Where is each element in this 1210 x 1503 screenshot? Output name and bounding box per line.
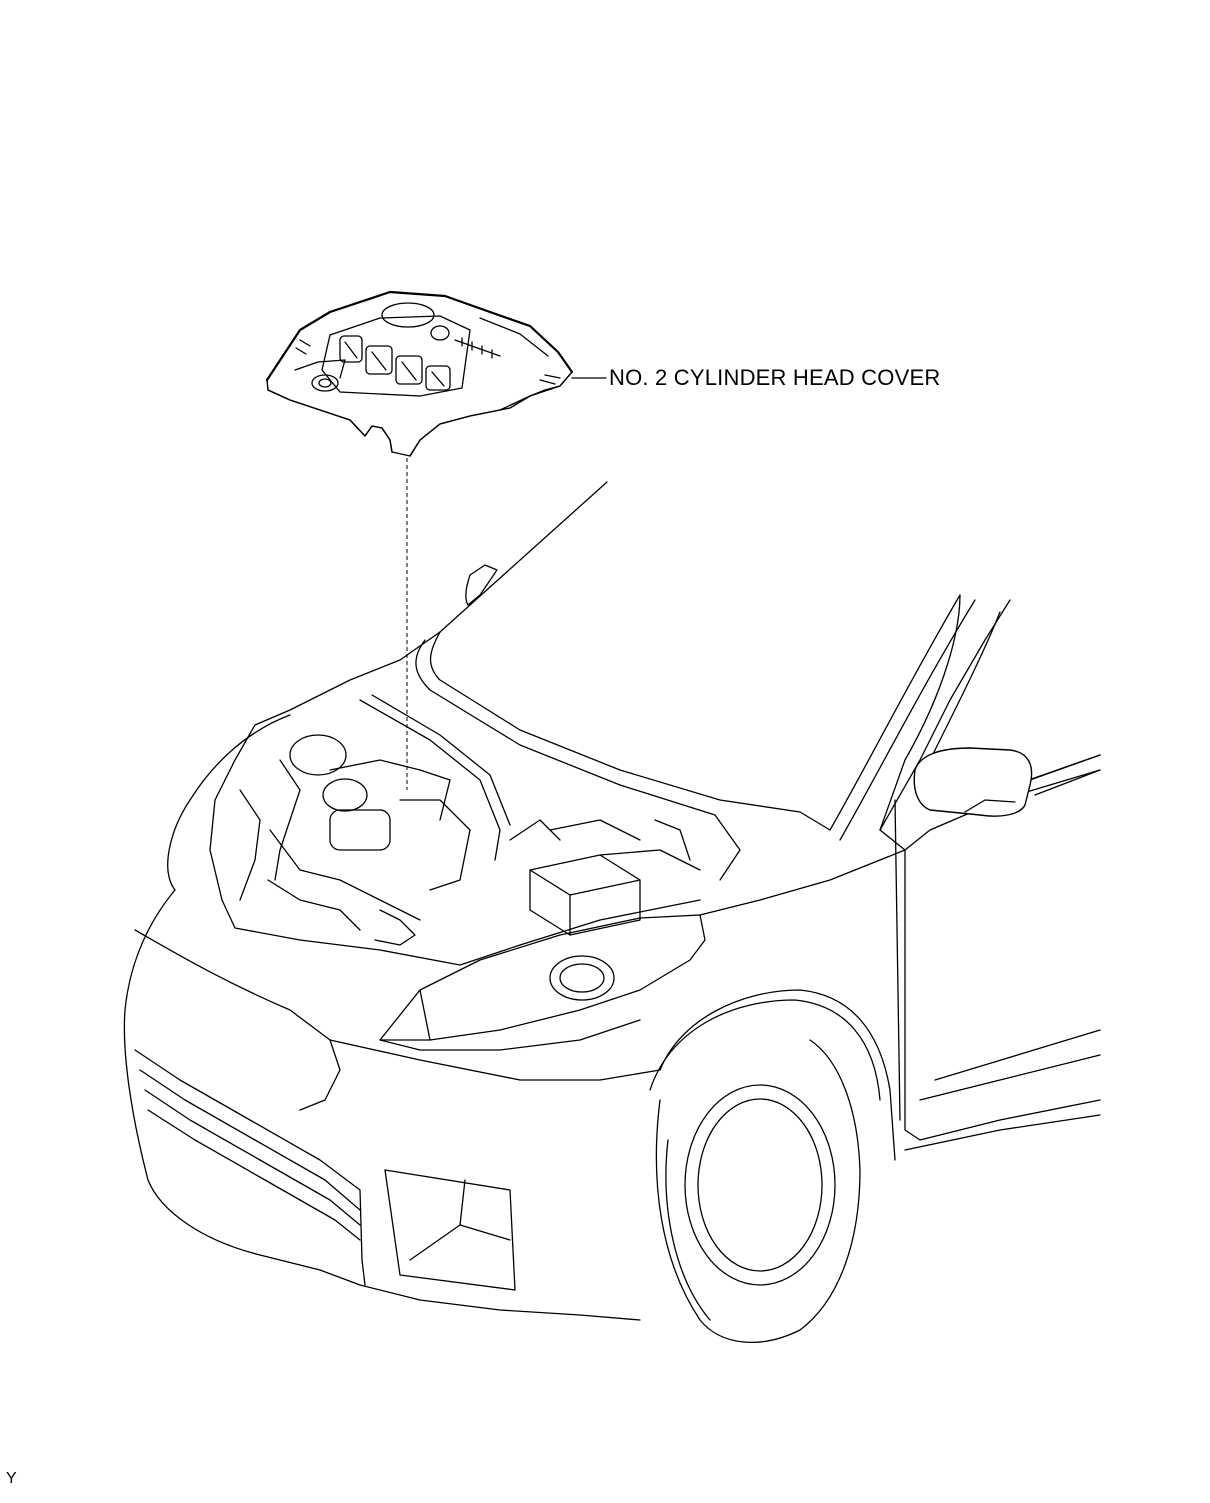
cylinder-head-cover-part: [265, 290, 574, 457]
vehicle-body: [123, 481, 1101, 1343]
part-callout-label: NO. 2 CYLINDER HEAD COVER: [609, 365, 941, 390]
illustration-code: Y: [6, 1470, 17, 1487]
